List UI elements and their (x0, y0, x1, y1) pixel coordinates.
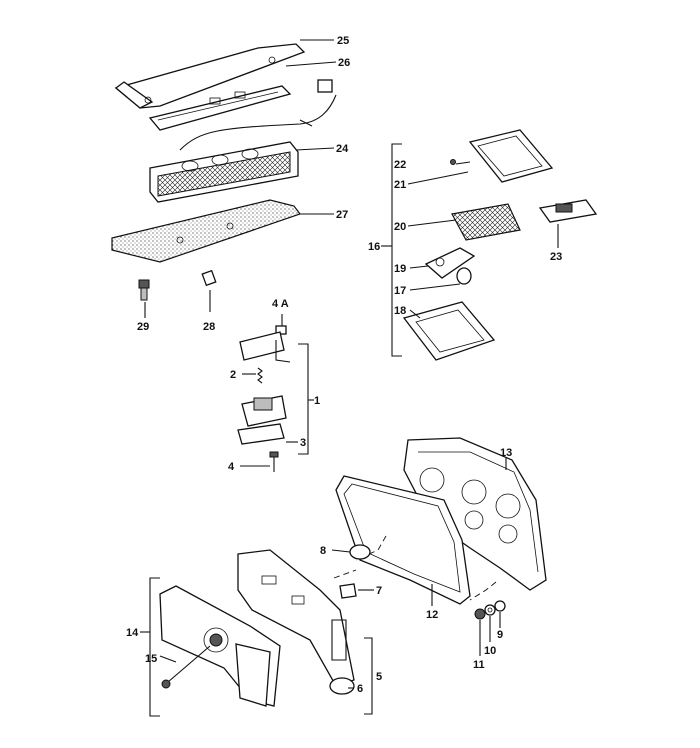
part-14-side-lamp (159, 585, 281, 707)
label-12: 12 (426, 609, 438, 621)
label-8: 8 (320, 545, 326, 557)
part-29-screw (138, 279, 150, 312)
part-1-switch (241, 395, 287, 427)
label-17: 17 (394, 285, 406, 297)
part-1-bracket (239, 331, 291, 363)
label-6: 6 (357, 683, 363, 695)
part-7-socket (339, 583, 357, 599)
part-17-bulb (456, 267, 472, 285)
part-6-connector (329, 677, 355, 695)
part-13-rear-lamp-housing (403, 437, 547, 591)
part-9-spring-washer (494, 600, 506, 612)
label-21: 21 (394, 179, 406, 191)
part-18-lamp-housing (402, 301, 496, 361)
part-24-brake-light-unit (149, 141, 299, 203)
label-10: 10 (484, 645, 496, 657)
label-4a: 4 A (272, 298, 289, 310)
label-24: 24 (336, 143, 349, 155)
part-22-small-screw (450, 159, 456, 165)
label-23: 23 (550, 251, 562, 263)
part-4-screw (269, 451, 279, 472)
label-18: 18 (394, 305, 406, 317)
part-12-gasket (335, 475, 471, 605)
label-15: 15 (145, 653, 157, 665)
label-25: 25 (337, 35, 349, 47)
part-28-clip (201, 269, 217, 312)
label-13: 13 (500, 447, 512, 459)
label-2: 2 (230, 369, 236, 381)
part-21-lamp-frame (468, 129, 554, 183)
label-22: 22 (394, 159, 406, 171)
label-28: 28 (203, 321, 215, 333)
label-9: 9 (497, 629, 503, 641)
part-10-washer (484, 604, 496, 616)
part-27-base-plate (111, 199, 301, 263)
label-26: 26 (338, 57, 350, 69)
label-11: 11 (473, 659, 485, 671)
part-15-screw (161, 645, 211, 689)
label-3: 3 (300, 437, 306, 449)
part-2-spring (257, 367, 263, 384)
part-25-spoiler-cover (114, 43, 306, 109)
part-labels: 25 26 24 27 29 28 4 A 22 21 20 16 19 17 … (126, 35, 562, 695)
part-26-gasket (148, 85, 292, 131)
label-1: 1 (314, 395, 320, 407)
label-19: 19 (394, 263, 406, 275)
part-8-bulb (349, 544, 371, 560)
cable-harness (179, 79, 337, 151)
label-14: 14 (126, 627, 139, 639)
label-29: 29 (137, 321, 149, 333)
part-19-bulb-holder (424, 247, 476, 279)
label-16: 16 (368, 241, 380, 253)
label-7: 7 (376, 585, 382, 597)
label-4: 4 (228, 461, 235, 473)
part-3-plate (237, 423, 285, 445)
part-11-nut (474, 608, 486, 620)
label-20: 20 (394, 221, 406, 233)
part-20-reflector (451, 203, 521, 241)
label-5: 5 (376, 671, 382, 683)
leader-lines (140, 39, 559, 717)
label-27: 27 (336, 209, 348, 221)
part-23-lens (538, 199, 598, 223)
